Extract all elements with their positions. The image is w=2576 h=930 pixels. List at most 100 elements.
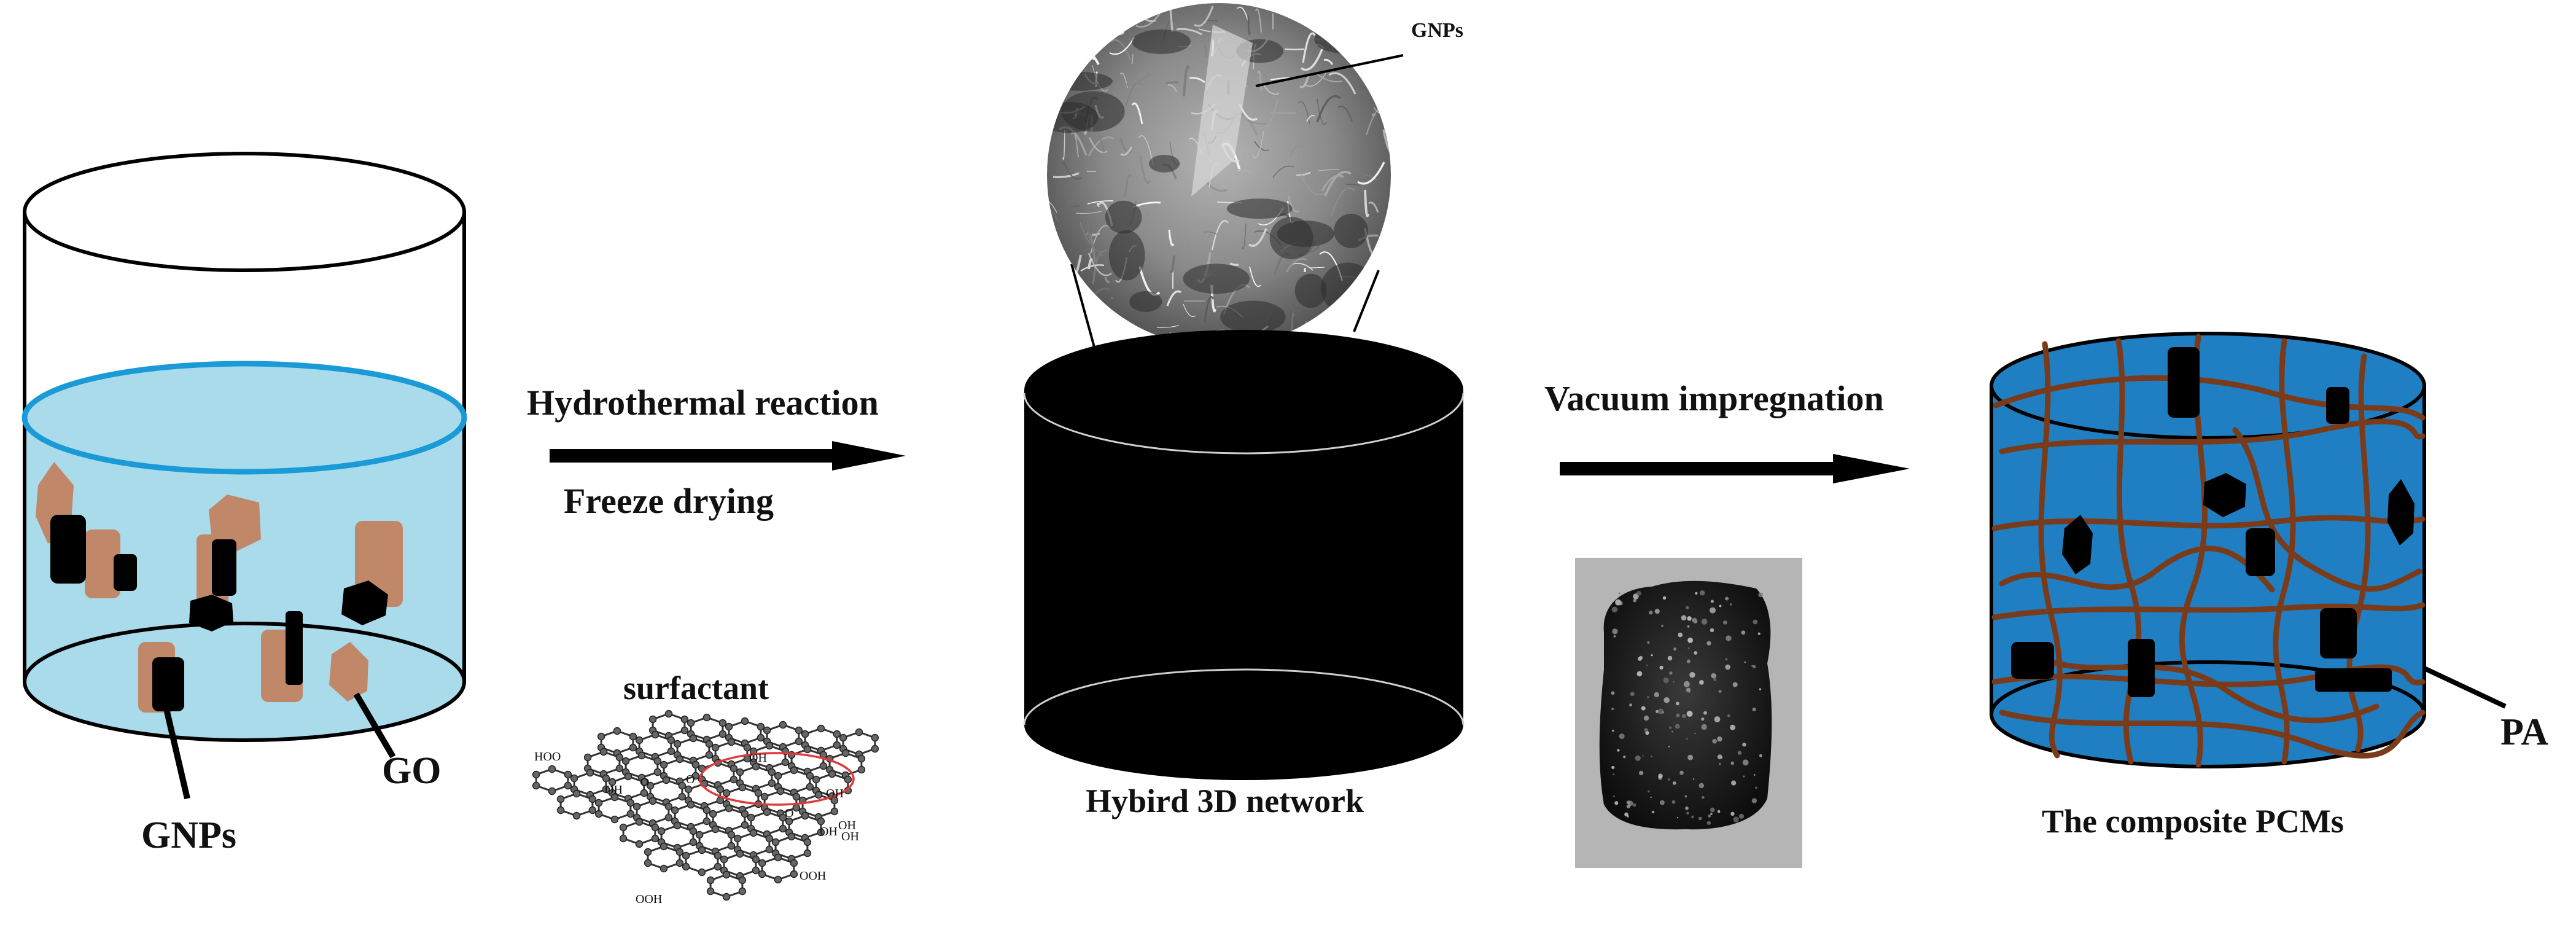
carbon-atom [768, 768, 776, 776]
photo-grain [1753, 665, 1756, 669]
photo-grain [1730, 761, 1735, 765]
sem-fiber [1194, 6, 1214, 27]
carbon-atom [806, 783, 814, 791]
sem-fiber [1176, 28, 1202, 36]
carbon-atom [779, 721, 787, 729]
sem-fiber [1363, 318, 1369, 337]
carbon-atom [678, 792, 687, 801]
sem-fiber [1183, 303, 1196, 317]
photo-grain [1676, 713, 1680, 717]
gnp-particle [2315, 668, 2392, 692]
photo-grain [1737, 751, 1742, 755]
photo-grain [1649, 610, 1653, 615]
photo-grain [1719, 762, 1721, 765]
photo-grain [1646, 665, 1648, 666]
photo-grain [1692, 617, 1697, 623]
carbon-atom [814, 791, 823, 799]
sem-fiber [1386, 259, 1391, 273]
carbon-atom [716, 785, 725, 794]
carbon-atom [615, 753, 624, 762]
photo-grain [1678, 632, 1683, 638]
sem-fiber [1284, 48, 1305, 50]
sem-fiber [1301, 49, 1323, 71]
photo-grain [1753, 619, 1758, 625]
photo-grain [1614, 801, 1619, 805]
sem-fiber [1379, 260, 1391, 278]
photo-grain [1699, 783, 1705, 789]
sem-fiber [1249, 266, 1261, 287]
gnps-in-pcm [2011, 347, 2415, 697]
photo-grain [1636, 671, 1643, 677]
photo-grain [1611, 707, 1614, 711]
sem-fiber [1357, 162, 1385, 185]
carbon-atom [817, 817, 825, 826]
gnp-particle [2320, 608, 2357, 658]
sem-fiber [1204, 296, 1215, 323]
sem-fiber [1368, 201, 1379, 213]
sem-fiber [1301, 12, 1309, 26]
gnp-particle [2011, 642, 2054, 679]
gnp-particle [341, 580, 388, 625]
sem-fiber [1048, 273, 1053, 286]
sem-fiber [1088, 252, 1112, 276]
sem-fiber [1248, 228, 1267, 247]
sem-fiber [1302, 32, 1316, 63]
sem-fiber [1183, 65, 1190, 97]
carbon-atom [664, 802, 673, 811]
photo-grain [1611, 729, 1614, 732]
sem-fiber [1385, 227, 1391, 243]
carbon-atom [792, 803, 801, 812]
photo-grain [1658, 773, 1663, 778]
photo-grain [1717, 736, 1722, 742]
composite-caption: The composite PCMs [2042, 803, 2344, 840]
sem-fiber [1092, 7, 1107, 30]
sem-pore [1047, 72, 1113, 91]
gnp-particle [189, 595, 233, 631]
carbon-atom [626, 810, 635, 818]
photo-grain [1695, 592, 1698, 595]
fiber [2273, 338, 2296, 765]
sem-pore [1105, 200, 1142, 234]
sem-fiber [1062, 130, 1065, 160]
photo-grain [1619, 733, 1625, 740]
functional-group-label: HOO [534, 750, 561, 764]
photo-grain [1613, 795, 1615, 797]
carbon-atom [646, 781, 655, 790]
carbon-atom [621, 757, 630, 765]
carbon-atom [619, 823, 628, 832]
carbon-atom [725, 722, 733, 731]
sem-fiber [1110, 39, 1132, 61]
carbon-atom [757, 733, 765, 742]
photo-grain [1727, 714, 1730, 717]
carbon-atom [752, 866, 760, 875]
carbon-atom [691, 772, 700, 780]
carbon-atom [640, 778, 648, 786]
carbon-atom [771, 838, 780, 846]
sem-fiber [1047, 288, 1056, 305]
sem-fiber [1345, 303, 1358, 308]
photo-grain [1613, 635, 1616, 638]
photo-grain [1687, 616, 1692, 621]
sem-fiber [1204, 231, 1218, 235]
sem-fiber [1287, 195, 1300, 213]
photo-grain [1611, 765, 1615, 770]
sem-pore [1314, 25, 1369, 53]
carbon-atom [765, 741, 774, 750]
sem-fiber [1088, 258, 1093, 270]
functional-group-label: OOH [636, 893, 662, 906]
carbon-atom [754, 789, 763, 797]
photo-grain [1612, 628, 1618, 635]
photo-grain [1671, 730, 1673, 733]
sem-fiber [1185, 236, 1191, 254]
sem-inset [1047, 3, 1404, 348]
carbon-atom [602, 785, 610, 794]
sem-fiber [1189, 77, 1205, 84]
carbon-atom [763, 808, 771, 816]
photo-grain [1651, 810, 1655, 814]
photo-grain [1701, 717, 1705, 721]
carbon-atom [727, 842, 736, 850]
sem-fiber [1331, 187, 1355, 217]
sem-fiber [1323, 58, 1334, 65]
carbon-atom [602, 774, 610, 783]
